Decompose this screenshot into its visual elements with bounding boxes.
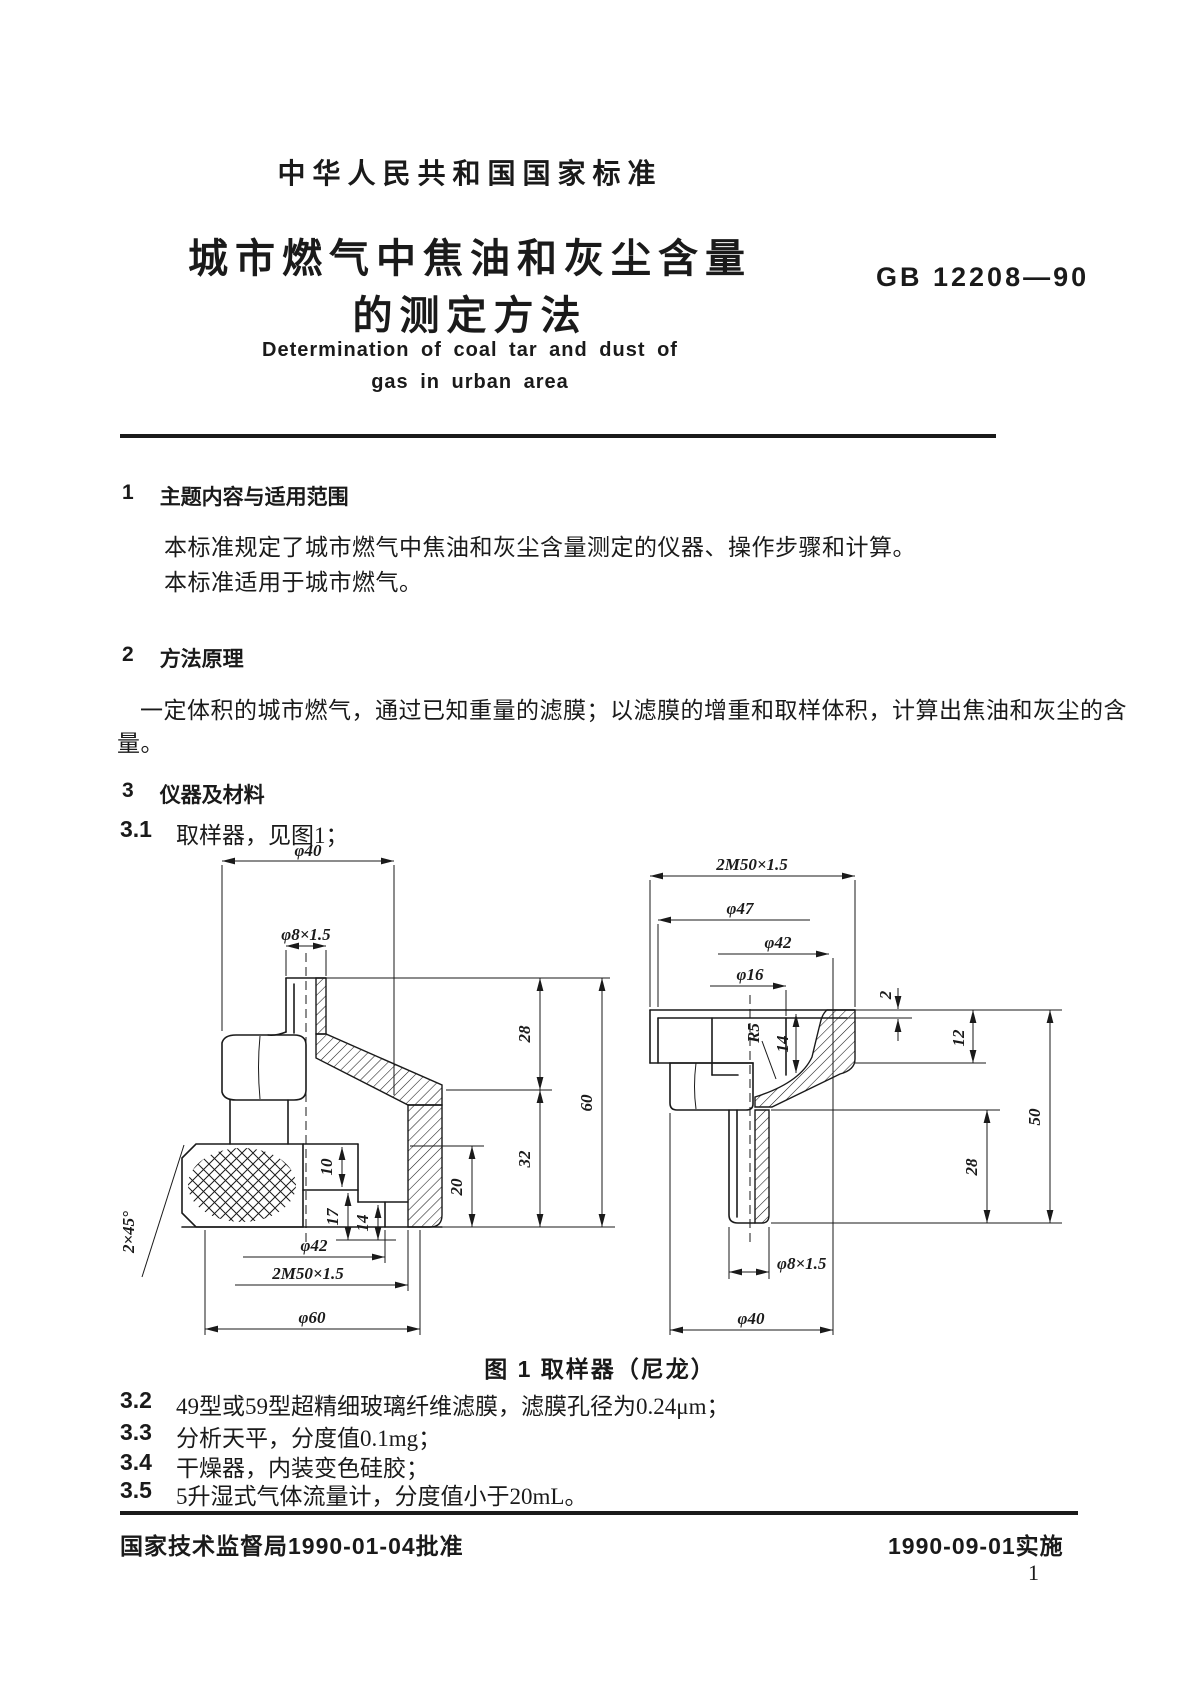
page-number: 1 (1028, 1560, 1039, 1585)
section-1-paragraph-2: 本标准适用于城市燃气。 (164, 570, 423, 595)
item-number: 3.3 (120, 1419, 152, 1445)
english-title-line1: Determination of coal tar and dust of (262, 339, 678, 361)
dim-label-chamfer: 2×45° (119, 1211, 138, 1254)
dim-label-14: 14 (353, 1215, 372, 1232)
implementation-note: 1990-09-01实施 (888, 1533, 1064, 1559)
section-2-paragraph-continuation: 量。 (117, 731, 164, 756)
right-view-dimensions (649, 872, 1062, 1335)
dim-label-50: 50 (1025, 1108, 1044, 1126)
header-divider (120, 434, 996, 438)
section-2-number: 2 (122, 643, 134, 666)
dim-label-dia40-right: φ40 (738, 1309, 765, 1328)
section-2-title: 方法原理 (159, 648, 244, 671)
dim-label-14-right: 14 (773, 1036, 792, 1053)
dim-label-dia8-right: φ8×1.5 (777, 1254, 827, 1273)
document-title-line1: 城市燃气中焦油和灰尘含量 (188, 237, 752, 281)
dim-label-r5: R5 (744, 1023, 763, 1044)
figure-1-sampler-drawing: φ40 φ8×1.5 28 32 60 20 10 17 14 φ42 2M50… (119, 845, 1062, 1335)
item-number: 3.4 (120, 1449, 152, 1475)
dim-label-thread-right: 2M50×1.5 (715, 855, 788, 874)
footer-divider (120, 1511, 1078, 1515)
dim-label-28-right: 28 (962, 1158, 981, 1177)
dim-label-dia42-right: φ42 (765, 933, 792, 952)
english-title-line2: gas in urban area (371, 371, 569, 393)
dim-label-10: 10 (317, 1158, 336, 1176)
section-1-heading: 1 主题内容与适用范围 (122, 481, 349, 511)
list-item-3-5: 3.5 5升湿式气体流量计，分度值小于20mL。 (120, 1477, 587, 1511)
section-2-paragraph: 一定体积的城市燃气，通过已知重量的滤膜；以滤膜的增重和取样体积，计算出焦油和灰尘… (140, 698, 1127, 723)
left-view-labels: φ40 φ8×1.5 28 32 60 20 10 17 14 φ42 2M50… (119, 845, 596, 1327)
right-view-outline (649, 995, 856, 1245)
dim-label-thread: 2M50×1.5 (271, 1264, 344, 1283)
dim-label-12: 12 (949, 1029, 968, 1047)
standard-number: GB 12208—90 (876, 262, 1090, 292)
section-1-number: 1 (122, 481, 134, 504)
figure-1-caption: 图 1 取样器（尼龙） (484, 1356, 716, 1382)
document-title-line2: 的测定方法 (352, 294, 588, 338)
dim-label-60: 60 (577, 1094, 596, 1112)
dim-label-dia47: φ47 (727, 899, 755, 918)
dim-label-dia8: φ8×1.5 (281, 925, 331, 944)
dim-label-dia60: φ60 (299, 1308, 326, 1327)
section-3-heading: 3 仪器及材料 (122, 779, 265, 809)
list-item-3-2: 3.2 49型或59型超精细玻璃纤维滤膜，滤膜孔径为0.24μm； (120, 1387, 729, 1421)
left-view-dimensions (141, 857, 615, 1335)
item-text: 取样器，见图1； (176, 823, 349, 848)
item-text: 49型或59型超精细玻璃纤维滤膜，滤膜孔径为0.24μm； (176, 1394, 730, 1419)
dim-label-dia40: φ40 (295, 845, 322, 860)
dim-label-2: 2 (876, 990, 895, 1000)
item-number: 3.2 (120, 1387, 152, 1413)
dim-label-dia42: φ42 (301, 1236, 328, 1255)
dim-label-dia16: φ16 (737, 965, 764, 984)
item-number: 3.1 (120, 816, 152, 842)
item-number: 3.5 (120, 1477, 152, 1503)
section-1-paragraph-1: 本标准规定了城市燃气中焦油和灰尘含量测定的仪器、操作步骤和计算。 (164, 535, 916, 560)
left-view-outline (181, 953, 443, 1243)
list-item-3-1: 3.1 取样器，见图1； (120, 816, 349, 850)
list-item-3-3: 3.3 分析天平，分度值0.1mg； (120, 1419, 441, 1453)
section-2-heading: 2 方法原理 (122, 643, 244, 673)
dim-label-32: 32 (515, 1150, 534, 1169)
section-3-number: 3 (122, 779, 134, 802)
item-text: 干燥器，内装变色硅胶； (176, 1456, 429, 1481)
section-3-title: 仪器及材料 (159, 784, 265, 807)
item-text: 5升湿式气体流量计，分度值小于20mL。 (176, 1484, 588, 1509)
right-view-labels: 2M50×1.5 φ47 φ42 φ16 2 12 R5 14 28 50 φ8… (715, 855, 1044, 1328)
approval-note: 国家技术监督局1990-01-04批准 (120, 1533, 464, 1559)
dim-label-28: 28 (515, 1025, 534, 1044)
section-1-title: 主题内容与适用范围 (159, 486, 349, 509)
item-text: 分析天平，分度值0.1mg； (176, 1426, 442, 1451)
dim-label-17: 17 (323, 1207, 342, 1226)
dim-label-20: 20 (447, 1178, 466, 1197)
standard-type-heading: 中华人民共和国国家标准 (277, 158, 663, 189)
list-item-3-4: 3.4 干燥器，内装变色硅胶； (120, 1449, 429, 1483)
